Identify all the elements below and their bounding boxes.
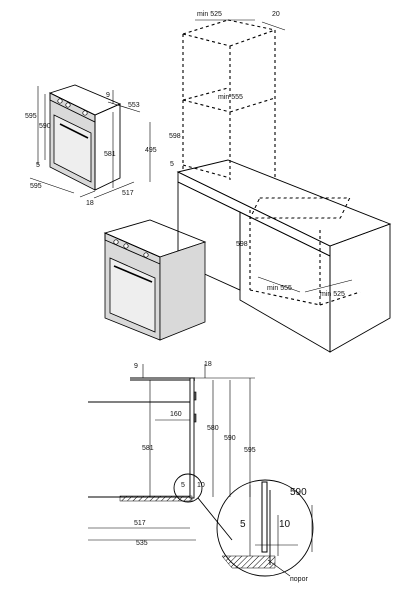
dim-595-bottom-label: 595	[30, 183, 42, 190]
detail-magnifier	[216, 479, 314, 577]
section-dim-517-label: 517	[134, 520, 146, 527]
knob-icon	[82, 110, 88, 116]
min555-bottom-label: min 555	[267, 285, 292, 292]
section-view: 9 18 160 581 580 590 595 5 10 517 535	[88, 361, 256, 547]
detail-10-label: 10	[279, 519, 291, 530]
section-dim-160-label: 160	[170, 411, 182, 418]
section-dim-5-small-label: 5	[181, 482, 185, 489]
section-dim-590-label: 590	[224, 435, 236, 442]
dim-5-label: 5	[36, 162, 40, 169]
knob-icon	[123, 243, 129, 249]
min525-bottom-label: min 525	[320, 291, 345, 298]
door-handle	[113, 265, 153, 283]
oven-door-glass	[109, 257, 156, 333]
dim-581-label: 581	[104, 151, 116, 158]
knob-icon	[113, 239, 119, 245]
min555-top-label: min 555	[218, 94, 243, 101]
oven-dimensions-view: 595 590 9 553 581 495 5 595 18 517	[25, 84, 157, 207]
oven-door-glass	[53, 114, 92, 183]
hob-outline	[249, 197, 351, 219]
dim-517-label: 517	[122, 190, 134, 197]
section-dim-580-label: 580	[207, 425, 219, 432]
cabinet-floor	[119, 495, 193, 502]
oven-perspective-view	[103, 219, 207, 341]
dim-590-label: 590	[39, 123, 51, 130]
dim-495-label: 495	[145, 147, 157, 154]
detail-5-label: 5	[240, 519, 246, 530]
dim-595-label: 595	[25, 113, 37, 120]
section-dim-581-label: 581	[142, 445, 154, 452]
oven-side-face	[159, 241, 206, 341]
door-handle	[59, 123, 89, 139]
knob-icon	[65, 102, 71, 108]
threshold-label: порог	[290, 576, 308, 583]
cabinet-installation-view: min 525 20 min 555 598 5 598 min 555 min…	[169, 11, 392, 353]
dim-5-cabinet-label: 5	[170, 161, 174, 168]
section-dim-18-label: 18	[204, 361, 212, 368]
section-dim-10-small-label: 10	[197, 482, 205, 489]
cabinet-lower-front	[239, 211, 331, 353]
dim-9-label: 9	[106, 92, 110, 99]
detail-circle	[173, 473, 203, 503]
section-dim-595-label: 595	[244, 447, 256, 454]
hinge-mark	[193, 413, 197, 423]
knob-icon	[57, 98, 63, 104]
dim-18-label: 18	[86, 200, 94, 207]
dim-553-label: 553	[128, 102, 140, 109]
knob-icon	[143, 252, 149, 258]
cabinet-side	[329, 223, 391, 353]
threshold-detail-view: 590 5 10 порог	[216, 479, 314, 583]
min525-top-label: min 525	[197, 11, 222, 18]
oven-front-panel	[189, 377, 195, 499]
hinge-mark	[193, 391, 197, 401]
dim-20-label: 20	[272, 11, 280, 18]
floor-hatch	[221, 555, 276, 569]
dim-598-upper-label: 598	[169, 133, 181, 140]
oven-side-face	[94, 103, 121, 191]
dim-598-lower-label: 598	[236, 241, 248, 248]
detail-590-label: 590	[290, 487, 307, 498]
section-dim-9-label: 9	[134, 363, 138, 370]
section-dim-535-label: 535	[136, 540, 148, 547]
